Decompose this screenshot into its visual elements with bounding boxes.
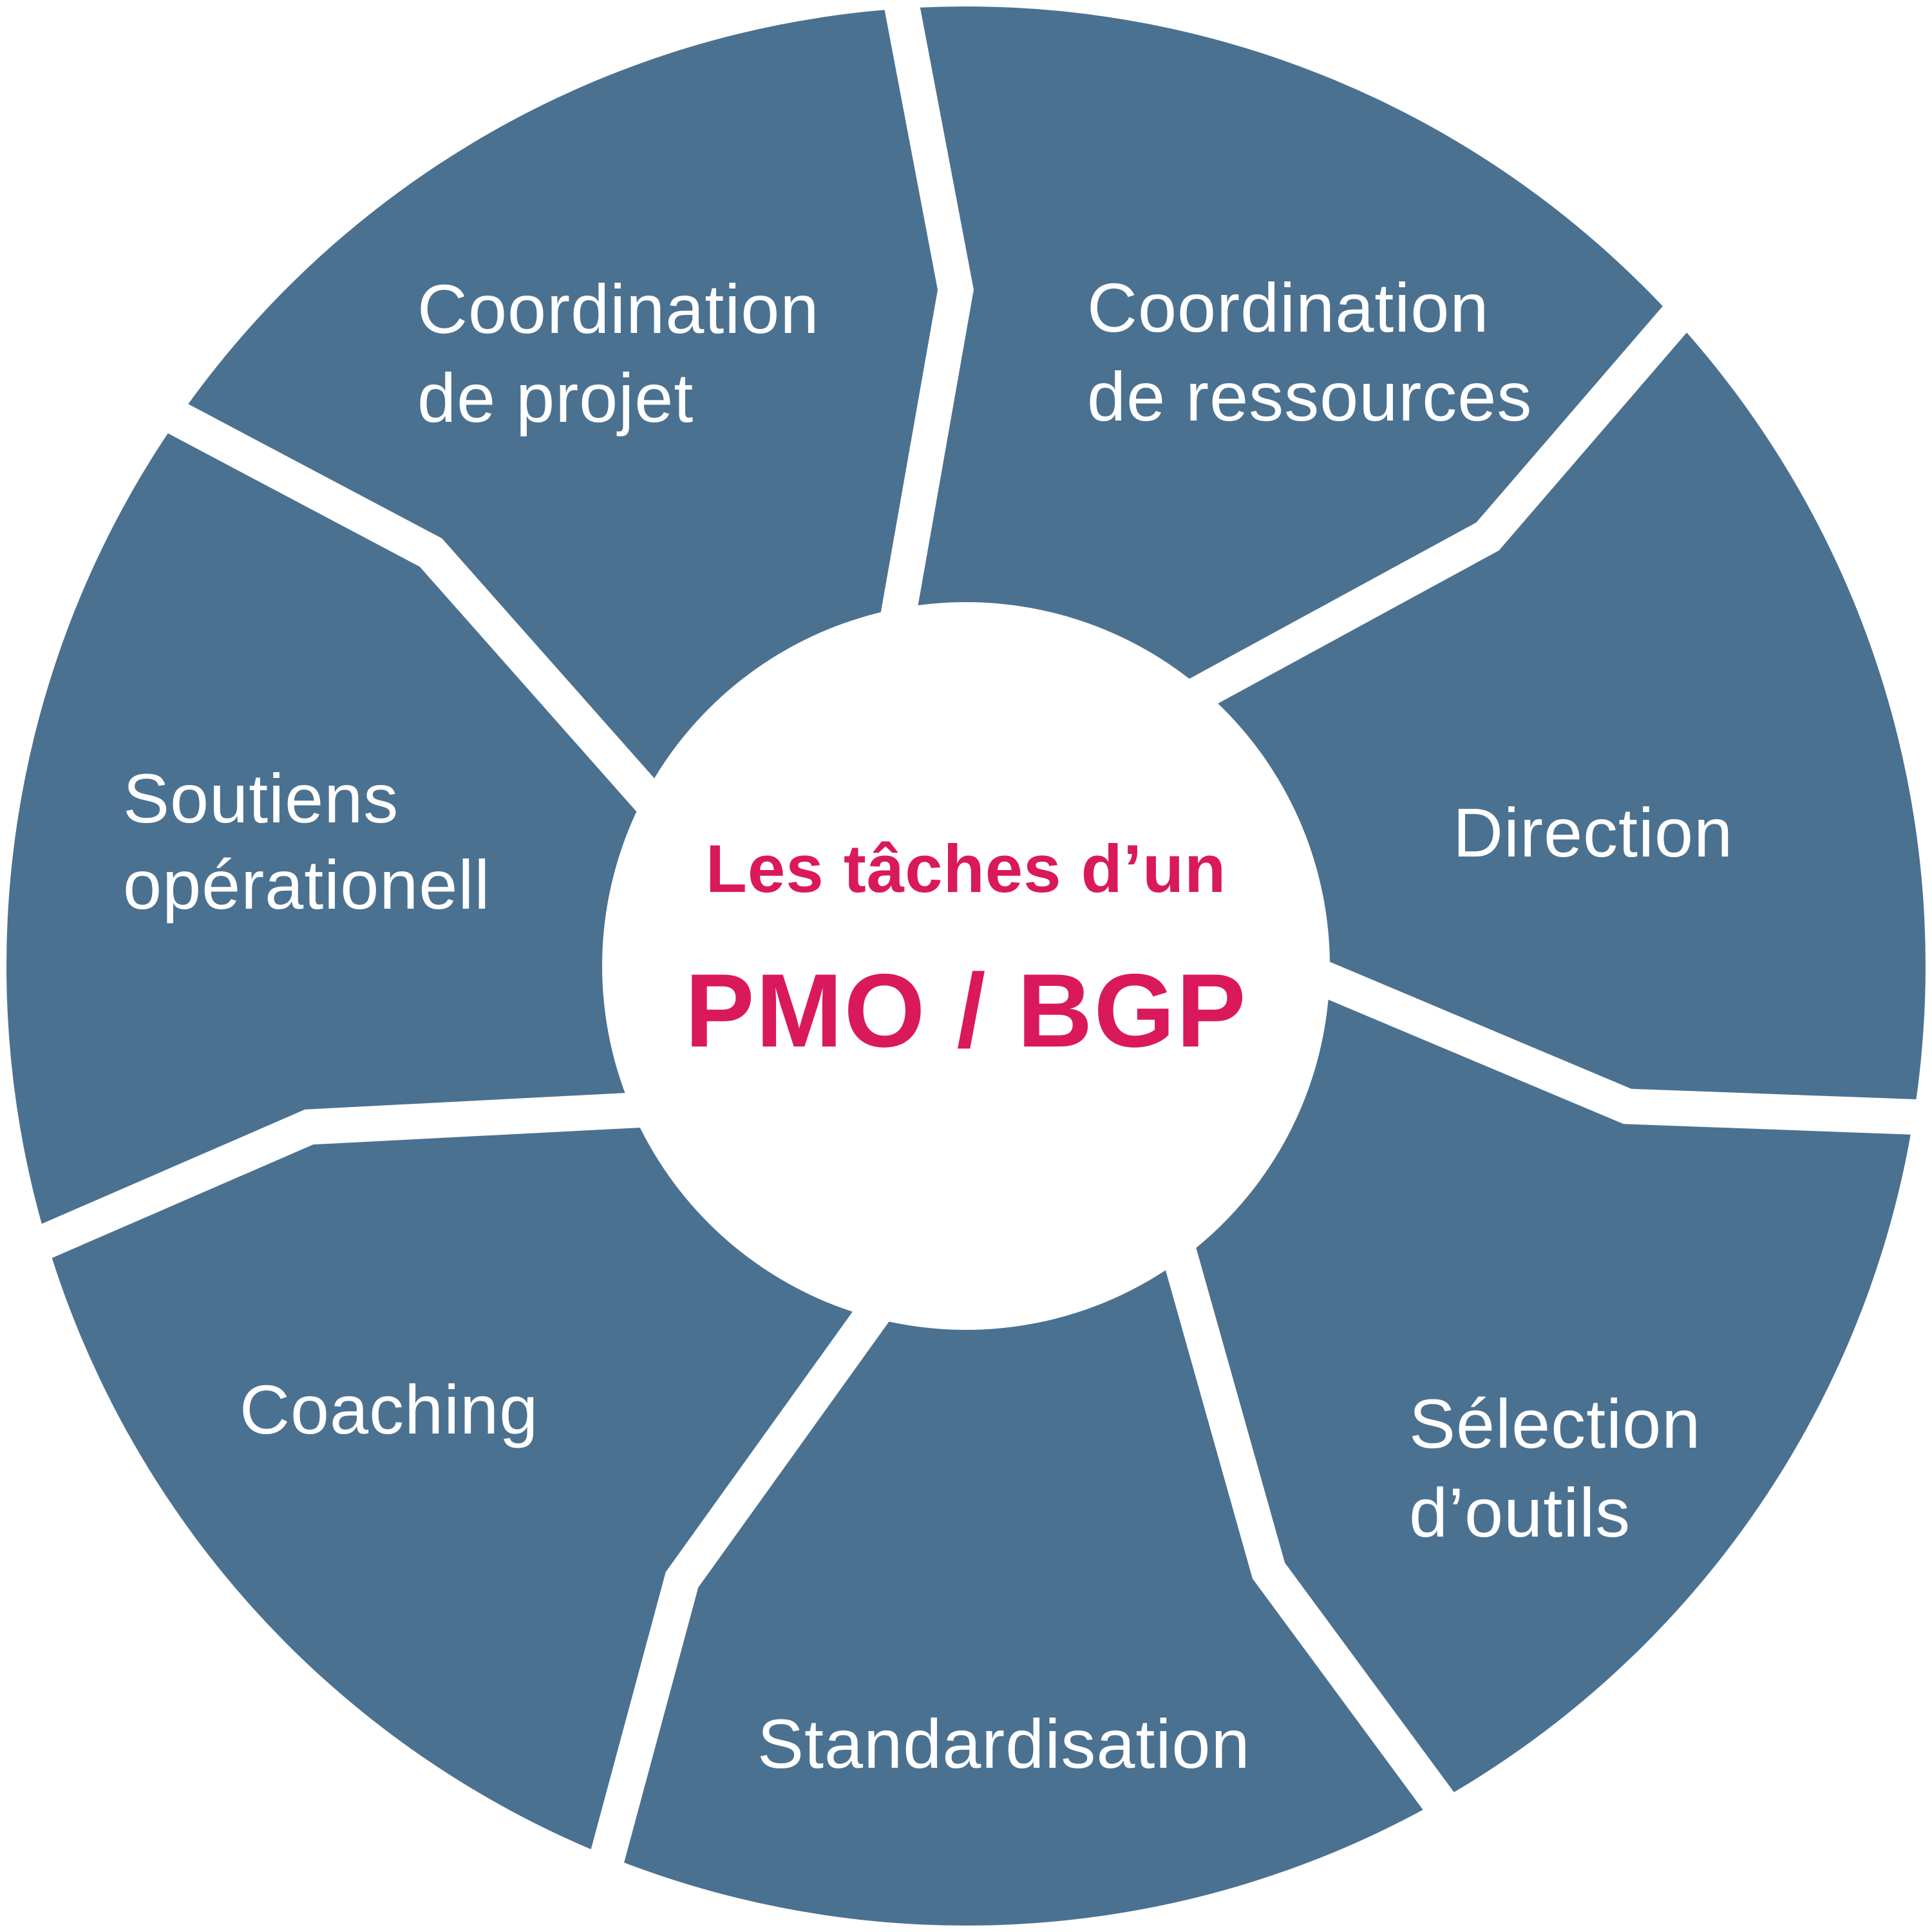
- center-subtitle: Les tâches d’un: [706, 831, 1227, 907]
- segment-label-coordination-projet-line1: Coordination: [417, 270, 819, 348]
- segment-label-coordination-ressources-line1: Coordination: [1087, 269, 1489, 346]
- segment-divider: [0, 1092, 647, 1276]
- segment-divider: [129, 381, 668, 817]
- segment-divider: [1310, 959, 1932, 1135]
- segment-label-direction: Direction: [1453, 793, 1733, 871]
- segment-label-coaching: Coaching: [240, 1370, 538, 1448]
- segment-label-soutiens-operationell-line1: Soutiens: [123, 759, 399, 837]
- segment-divider: [578, 1295, 893, 1905]
- segment-divider: [879, 0, 974, 625]
- segment-label-standardisation: Standardisation: [757, 1705, 1251, 1783]
- center-title: PMO / BGP: [685, 952, 1247, 1069]
- segment-divider: [1160, 1241, 1481, 1849]
- center-circle: [602, 602, 1330, 1330]
- segment-label-coordination-projet-line2: de projet: [417, 359, 694, 437]
- segment-divider: [1183, 273, 1718, 714]
- segment-label-selection-outils-line1: Sélection: [1409, 1385, 1701, 1463]
- segment-labels: Coordination de projet Coordination de r…: [123, 269, 1733, 1783]
- segment-label-coordination-ressources-line2: de ressources: [1087, 357, 1532, 435]
- segment-label-soutiens-operationell-line2: opérationell: [123, 846, 490, 923]
- segment-label-selection-outils-line2: d’outils: [1409, 1473, 1631, 1551]
